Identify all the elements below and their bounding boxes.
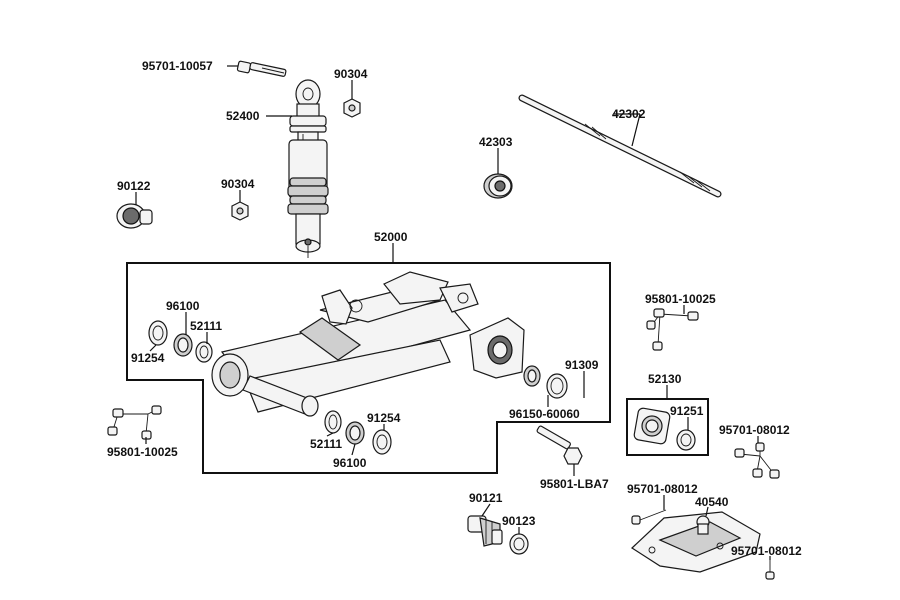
ring-91254-left-part <box>148 320 168 346</box>
label-90304-mid: 90304 <box>221 177 255 191</box>
label-95801-10025-right: 95801-10025 <box>645 292 716 306</box>
label-52111-left: 52111 <box>190 319 222 333</box>
plate-52130-part <box>633 407 671 445</box>
label-95701-10057: 95701-10057 <box>142 59 213 73</box>
label-95801-lba7: 95801-LBA7 <box>540 477 609 491</box>
ring-91254-bottom-part <box>372 429 392 455</box>
label-90304-top: 90304 <box>334 67 368 81</box>
label-90122: 90122 <box>117 179 151 193</box>
label-90121: 90121 <box>469 491 503 505</box>
bolts-95801-10025-right-part <box>646 308 699 351</box>
shock-absorber-part <box>287 79 329 258</box>
ring-52111-bottom-part <box>324 410 342 434</box>
label-95801-10025-left: 95801-10025 <box>107 445 178 459</box>
label-91251: 91251 <box>670 404 704 418</box>
bolt-95701-10057-part <box>236 60 287 77</box>
label-96150-60060: 96150-60060 <box>509 407 580 421</box>
label-91309: 91309 <box>565 358 599 372</box>
label-52400: 52400 <box>226 109 260 123</box>
nut-90304-mid-part <box>231 201 249 221</box>
bolts-95701-08012-right-part <box>734 442 780 479</box>
ring-52111-left-part <box>195 341 213 363</box>
bolt-95801-lba7-part <box>536 425 583 465</box>
part-labels: 95701-10057 90304 52400 42302 42303 9012… <box>107 59 802 558</box>
boot-90121-part <box>467 515 503 547</box>
label-52130: 52130 <box>648 372 682 386</box>
bolt-95701-08012-bottom-part <box>765 560 775 580</box>
plate-group-frame <box>626 398 709 456</box>
bearing-91309-part <box>546 373 568 399</box>
label-42303: 42303 <box>479 135 513 149</box>
label-40540: 40540 <box>695 495 729 509</box>
bolts-95801-10025-left-part <box>107 405 162 440</box>
label-95701-08012-right: 95701-08012 <box>719 423 790 437</box>
bolt-95701-08012-mid-part <box>631 509 667 525</box>
cap-90122-part <box>116 203 153 229</box>
label-91254-bottom: 91254 <box>367 411 401 425</box>
swingarm-body-part <box>211 271 525 417</box>
ring-96100-left-part <box>173 333 193 357</box>
label-96100-bottom: 96100 <box>333 456 367 470</box>
label-90123: 90123 <box>502 514 536 528</box>
guard-40540-part <box>631 511 761 573</box>
label-91254-left: 91254 <box>131 351 165 365</box>
ring-96100-bottom-part <box>345 421 365 445</box>
swingarm-group-frame <box>126 262 611 474</box>
axle-42302-part <box>518 94 722 198</box>
label-95701-08012-bottom: 95701-08012 <box>731 544 802 558</box>
label-96100-left: 96100 <box>166 299 200 313</box>
bearing-96150-60060-part <box>523 365 541 387</box>
seal-91251-part <box>676 429 696 451</box>
nut-90304-top-part <box>343 98 361 118</box>
label-52111-bottom: 52111 <box>310 437 342 451</box>
label-42302: 42302 <box>612 107 646 121</box>
leader-lines <box>135 65 771 560</box>
clamp-90123-part <box>509 533 529 555</box>
bearing-42303-part <box>483 173 513 199</box>
label-95701-08012-mid: 95701-08012 <box>627 482 698 496</box>
label-52000: 52000 <box>374 230 408 244</box>
